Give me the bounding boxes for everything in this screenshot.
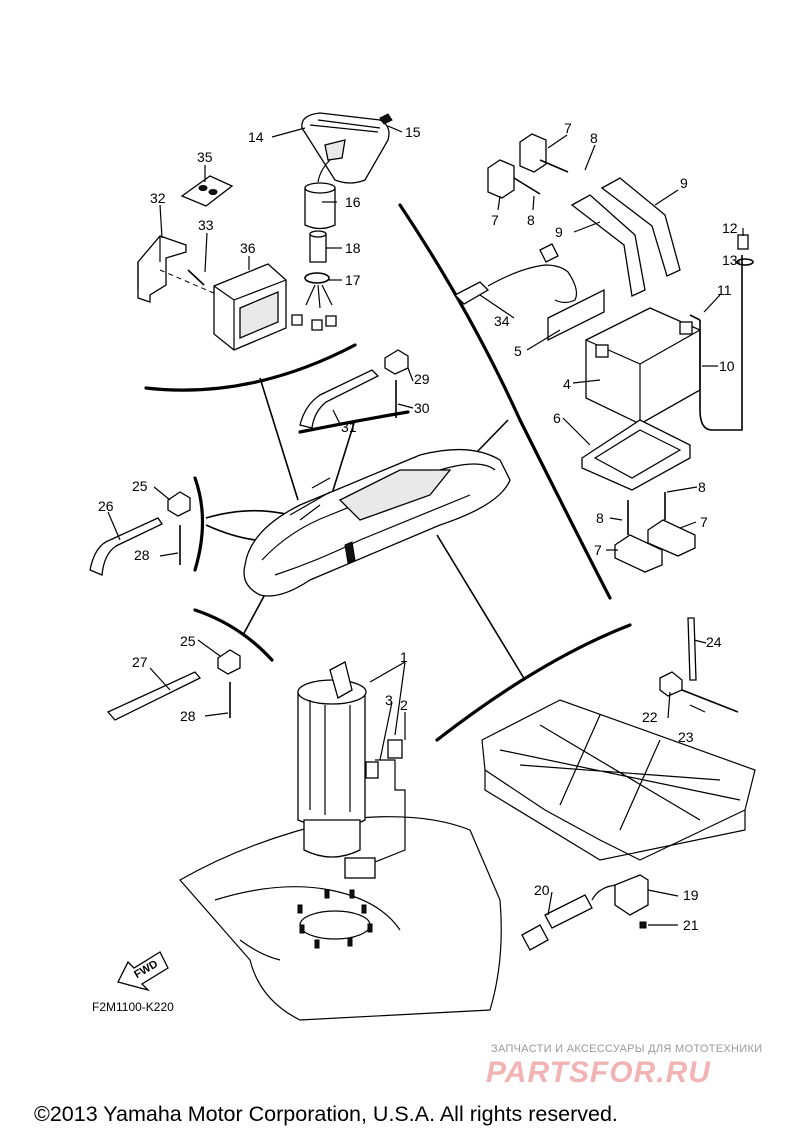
part-label-19: 19 <box>683 887 699 903</box>
part-label-8b: 8 <box>527 212 535 228</box>
part-label-36: 36 <box>240 240 256 256</box>
leader-lines <box>107 125 744 926</box>
part-label-28a: 28 <box>134 547 150 563</box>
part-label-7d: 7 <box>594 542 602 558</box>
part-label-29: 29 <box>414 371 430 387</box>
part-label-34: 34 <box>494 313 510 329</box>
part-label-35: 35 <box>197 149 213 165</box>
part-label-5: 5 <box>514 343 522 359</box>
top-left-assembly <box>137 112 393 351</box>
part-label-25b: 25 <box>180 633 196 649</box>
part-label-8d: 8 <box>596 510 604 526</box>
battery-assembly <box>453 133 754 573</box>
part-label-9a: 9 <box>680 175 688 191</box>
watercraft-hull <box>243 448 511 597</box>
part-label-23: 23 <box>678 729 694 745</box>
part-label-12: 12 <box>722 220 738 236</box>
part-label-22: 22 <box>642 709 658 725</box>
part-label-31: 31 <box>341 419 357 435</box>
part-label-8a: 8 <box>590 130 598 146</box>
part-label-33: 33 <box>198 217 214 233</box>
group-callout-lines <box>144 203 632 742</box>
part-label-24: 24 <box>706 634 722 650</box>
part-number-labels: 14 15 35 16 32 33 36 18 17 7 8 9 7 8 9 1… <box>98 120 738 933</box>
part-label-10: 10 <box>719 358 735 374</box>
fwd-arrow: FWD <box>117 951 169 992</box>
part-label-27: 27 <box>132 654 148 670</box>
watermark-subtitle: ЗАПЧАСТИ И АКСЕССУАРЫ ДЛЯ МОТОТЕХНИКИ <box>491 1043 763 1055</box>
part-label-16: 16 <box>345 194 361 210</box>
part-label-17: 17 <box>345 272 361 288</box>
part-label-11: 11 <box>717 282 732 298</box>
part-label-14: 14 <box>248 129 264 145</box>
frame-and-sensor-assembly <box>481 617 756 951</box>
figure-code: F2M1100-K220 <box>92 1000 174 1014</box>
part-label-7c: 7 <box>700 514 708 530</box>
part-label-21: 21 <box>683 917 699 933</box>
part-label-26: 26 <box>98 498 114 514</box>
part-label-30: 30 <box>414 400 430 416</box>
part-label-9b: 9 <box>555 224 563 240</box>
fuel-pump-assembly <box>179 661 502 1021</box>
part-label-7a: 7 <box>564 120 572 136</box>
part-label-2: 2 <box>400 697 408 713</box>
part-label-1: 1 <box>400 649 408 665</box>
part-label-20: 20 <box>534 882 550 898</box>
part-label-13: 13 <box>722 252 738 268</box>
part-label-15: 15 <box>405 124 421 140</box>
part-label-7b: 7 <box>491 212 499 228</box>
part-label-18: 18 <box>345 240 361 256</box>
part-label-25a: 25 <box>132 478 148 494</box>
part-label-28b: 28 <box>180 708 196 724</box>
part-label-8c: 8 <box>698 479 706 495</box>
part-label-32: 32 <box>150 190 166 206</box>
copyright-notice: ©2013 Yamaha Motor Corporation, U.S.A. A… <box>34 1102 618 1126</box>
part-label-3: 3 <box>385 692 393 708</box>
part-label-4: 4 <box>563 376 571 392</box>
watermark-logo: PARTSFOR.RU <box>486 1056 711 1089</box>
part-label-6: 6 <box>553 410 561 426</box>
